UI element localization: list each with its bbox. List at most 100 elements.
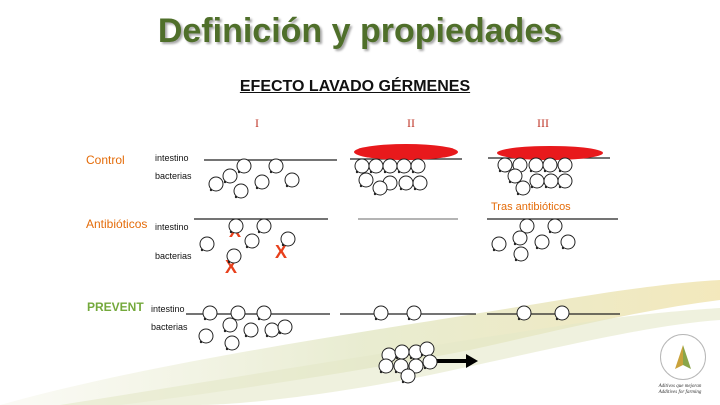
bacteria-dot — [223, 180, 227, 184]
bacteria-dot — [244, 334, 248, 338]
bacteria-circle-icon — [236, 158, 252, 174]
bacteria-circle-icon — [560, 234, 576, 250]
bacteria-dot — [373, 192, 377, 196]
bacteria-circle-icon — [547, 218, 563, 234]
bacteria-dot — [535, 246, 539, 250]
bacteria-circle-icon — [534, 234, 550, 250]
bacteria-dot — [237, 170, 241, 174]
bacteria-circle-icon — [519, 218, 535, 234]
bacteria-dot — [209, 188, 213, 192]
bacteria-circle-icon — [400, 368, 416, 384]
column-header-1: I — [255, 116, 259, 130]
bacteria-label-antibiotics: bacterias — [155, 251, 192, 261]
bacteria-circle-icon — [515, 180, 531, 196]
right-arrow-icon — [436, 354, 478, 368]
bacteria-circle-icon — [230, 305, 246, 321]
bacteria-dot — [409, 356, 413, 360]
bacteria-dot — [544, 185, 548, 189]
bacteria-circle-icon — [199, 236, 215, 252]
bacteria-circle-icon — [557, 157, 573, 173]
bacteria-dot — [374, 317, 378, 321]
after-antibiotics-label: Tras antibióticos — [491, 201, 571, 213]
bacteria-dot — [529, 169, 533, 173]
bacteria-dot — [223, 329, 227, 333]
bacteria-circle-icon — [516, 305, 532, 321]
intestine-label-control: intestino — [155, 153, 189, 163]
bacteria-dot — [257, 230, 261, 234]
bacteria-dot — [234, 195, 238, 199]
bacteria-circle-icon — [542, 157, 558, 173]
bacteria-circle-icon — [557, 173, 573, 189]
bacteria-dot — [245, 245, 249, 249]
red-coating-ellipse — [497, 146, 603, 160]
bacteria-circle-icon — [491, 236, 507, 252]
bacteria-circle-icon — [280, 231, 296, 247]
bacteria-dot — [514, 258, 518, 262]
bacteria-dot — [200, 248, 204, 252]
bacteria-dot — [411, 170, 415, 174]
bacteria-circle-icon — [222, 317, 238, 333]
bacteria-circle-icon — [358, 172, 374, 188]
bacteria-dot — [513, 242, 517, 246]
bacteria-circle-icon — [256, 305, 272, 321]
bacteria-circle-icon — [228, 218, 244, 234]
bacteria-dot — [530, 185, 534, 189]
bacteria-circle-icon — [378, 358, 394, 374]
bacteria-dot — [355, 170, 359, 174]
bacteria-dot — [492, 248, 496, 252]
bacteria-dot — [498, 169, 502, 173]
bacteria-dot — [420, 353, 424, 357]
bacteria-dot — [517, 317, 521, 321]
bacteria-circle-icon — [256, 218, 272, 234]
bacteria-circle-icon — [277, 319, 293, 335]
bacteria-dot — [199, 340, 203, 344]
x-mark-2: X — [275, 242, 288, 262]
bacteria-dot — [359, 184, 363, 188]
bacteria-circle-icon — [208, 176, 224, 192]
bacteria-circle-icon — [198, 328, 214, 344]
row-label-control: Control — [86, 153, 125, 167]
intestine-label-antibiotics: intestino — [155, 222, 189, 232]
bacteria-dot — [394, 370, 398, 374]
bacteria-dot — [203, 317, 207, 321]
bacteria-label-prevent: bacterias — [151, 322, 188, 332]
bacteria-dot — [558, 185, 562, 189]
bacteria-dot — [407, 317, 411, 321]
bacteria-dot — [257, 317, 261, 321]
bacteria-dot — [423, 366, 427, 370]
bacteria-dot — [558, 169, 562, 173]
bacteria-circle-icon — [513, 246, 529, 262]
bacteria-dot — [401, 380, 405, 384]
bacteria-dot — [555, 317, 559, 321]
bacteria-circle-icon — [408, 358, 424, 374]
bacteria-circle-icon — [372, 180, 388, 196]
slide-subtitle: EFECTO LAVADO GÉRMENES — [239, 78, 471, 95]
bacteria-circle-icon — [284, 172, 300, 188]
bacteria-circle-icon — [224, 335, 240, 351]
logo-tagline-line-1: Aditivos que mejoran — [658, 384, 702, 389]
bacteria-circle-icon — [222, 168, 238, 184]
bacteria-dot — [399, 187, 403, 191]
bacteria-circle-icon — [268, 158, 284, 174]
bacteria-dot — [543, 169, 547, 173]
bacteria-circle-icon — [422, 354, 438, 370]
bacteria-dot — [369, 170, 373, 174]
bacteria-dot — [397, 170, 401, 174]
bacteria-circle-icon — [244, 233, 260, 249]
bacteria-circle-icon — [406, 305, 422, 321]
bacteria-circle-icon — [554, 305, 570, 321]
bacteria-dot — [225, 347, 229, 351]
bacteria-circle-icon — [373, 305, 389, 321]
bacteria-circle-icon — [410, 158, 426, 174]
bacteria-dot — [395, 356, 399, 360]
slide-title: Definición y propiedades — [157, 12, 563, 50]
bacteria-circle-icon — [507, 168, 523, 184]
bacteria-dot — [285, 184, 289, 188]
bacteria-circle-icon — [233, 183, 249, 199]
bacteria-dot — [508, 180, 512, 184]
bacteria-circle-icon — [202, 305, 218, 321]
company-logo-icon — [660, 334, 706, 380]
bacteria-circle-icon — [497, 157, 513, 173]
